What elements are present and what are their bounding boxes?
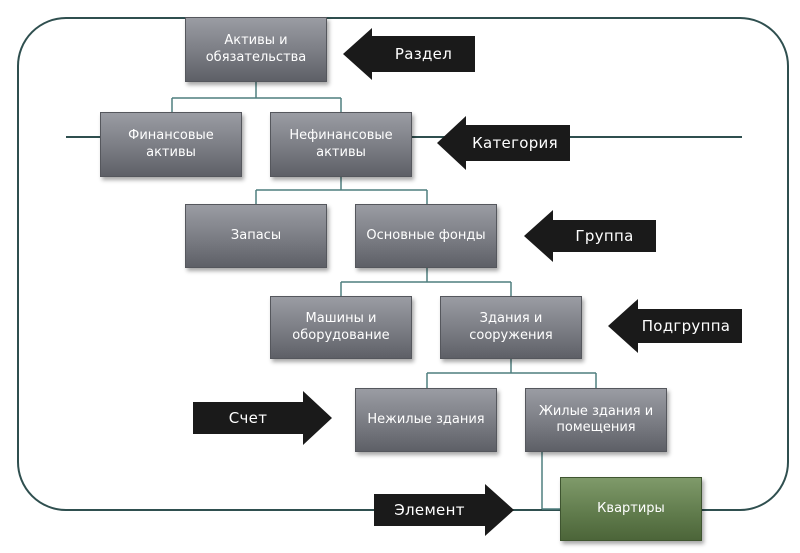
node-nonresidential: Нежилые здания (355, 388, 497, 452)
node-inventories: Запасы (185, 204, 327, 268)
level-label-subgroup: Подгруппа (641, 317, 731, 335)
level-label-group: Группа (575, 227, 634, 245)
node-apartments: Квартиры (560, 477, 702, 541)
arrow-element-shape (374, 484, 514, 536)
level-label-element: Элемент (394, 501, 465, 519)
level-label-category: Категория (472, 134, 558, 152)
node-assets-liabilities: Активы и обязательства (185, 17, 327, 82)
node-buildings: Здания и сооружения (440, 296, 582, 359)
arrow-category-shape (437, 116, 570, 170)
arrow-account-shape (193, 391, 332, 445)
connectors (171, 82, 597, 510)
node-fixed-assets: Основные фонды (355, 204, 497, 268)
arrow-subgroup-shape (608, 299, 742, 353)
arrow-section-shape (343, 28, 475, 80)
arrow-group-shape (524, 210, 656, 262)
node-nonfinancial-assets: Нефинансовые активы (270, 112, 412, 177)
node-machinery: Машины и оборудование (270, 296, 412, 359)
level-label-account: Счет (228, 409, 268, 427)
node-financial-assets: Финансовые активы (100, 112, 242, 177)
level-label-section: Раздел (394, 45, 453, 63)
node-residential: Жилые здания и помещения (525, 388, 667, 452)
